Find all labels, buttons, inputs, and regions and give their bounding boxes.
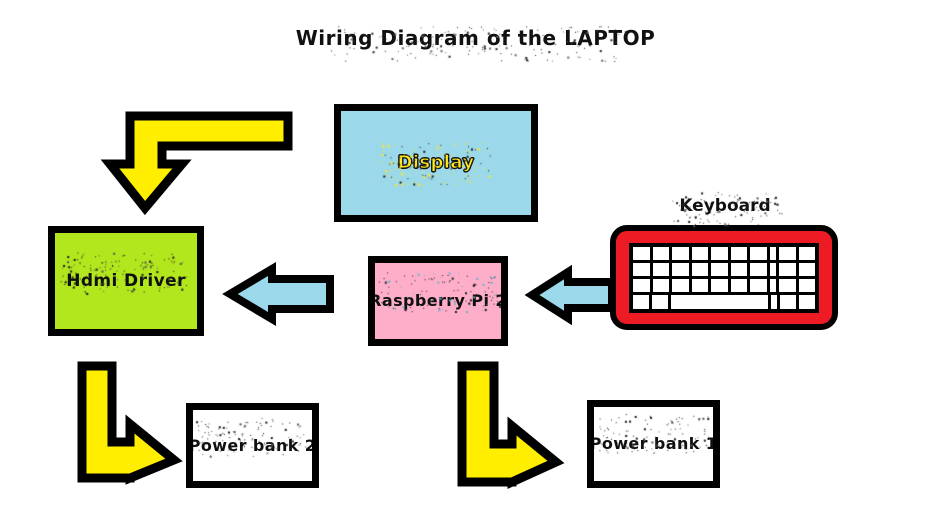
keyboard-row [633,246,816,260]
keyboard-key[interactable] [672,246,689,260]
keyboard-key[interactable] [652,295,669,309]
keyboard-spacebar[interactable] [671,295,768,309]
keyboard-key[interactable] [711,279,728,293]
keyboard-key[interactable] [769,246,776,260]
keyboard-key[interactable] [778,246,796,260]
keyboard-key[interactable] [798,262,816,276]
node-hdmi-driver[interactable]: Hdmi Driver [48,226,204,336]
node-display-label: Display [397,152,475,173]
keyboard-key[interactable] [730,262,748,276]
keyboard-key[interactable] [652,262,670,276]
keyboard-key[interactable] [633,295,650,309]
keyboard-key[interactable] [633,279,650,293]
keyboard-row [633,262,816,276]
node-keyboard[interactable] [610,225,838,330]
keyboard-key[interactable] [691,279,709,293]
keyboard-key[interactable] [672,262,689,276]
keyboard-key[interactable] [730,279,748,293]
keyboard-key[interactable] [711,262,728,276]
arrow-display-to-hdmi [100,111,293,216]
arrow-keyboard-to-raspberrypi [524,264,616,326]
arrow-hdmi-to-powerbank2 [77,361,183,485]
node-raspberry-pi[interactable]: Raspberry Pi 2 [368,256,508,346]
keyboard-key-grid [629,242,819,313]
keyboard-key[interactable] [750,246,767,260]
keyboard-key[interactable] [691,246,709,260]
node-power-bank-2[interactable]: Power bank 2 [186,403,319,488]
keyboard-key[interactable] [778,279,796,293]
keyboard-key[interactable] [633,246,650,260]
arrow-raspberrypi-to-powerbank1 [457,361,565,489]
keyboard-label: Keyboard [679,196,771,216]
keyboard-key[interactable] [691,262,709,276]
keyboard-key[interactable] [711,246,728,260]
node-display[interactable]: Display [334,104,538,222]
keyboard-key[interactable] [633,262,650,276]
node-raspberry-pi-label: Raspberry Pi 2 [369,291,507,310]
keyboard-key[interactable] [779,295,796,309]
page-title: Wiring Diagram of the LAPTOP [295,26,656,50]
keyboard-key[interactable] [730,246,748,260]
keyboard-key[interactable] [778,262,796,276]
keyboard-key[interactable] [798,246,816,260]
keyboard-row [633,279,816,293]
keyboard-key[interactable] [798,295,815,309]
node-power-bank-1-label: Power bank 1 [589,434,718,453]
keyboard-key[interactable] [750,262,767,276]
node-power-bank-1[interactable]: Power bank 1 [587,400,720,488]
keyboard-key[interactable] [652,246,670,260]
keyboard-key[interactable] [770,295,777,309]
node-hdmi-driver-label: Hdmi Driver [66,270,186,291]
keyboard-key[interactable] [798,279,816,293]
keyboard-key[interactable] [652,279,670,293]
arrow-raspberrypi-to-hdmi [222,261,334,327]
keyboard-key[interactable] [769,279,776,293]
node-power-bank-2-label: Power bank 2 [188,435,317,455]
keyboard-key[interactable] [769,262,776,276]
keyboard-key[interactable] [672,279,689,293]
keyboard-row [633,295,815,309]
keyboard-key[interactable] [750,279,767,293]
